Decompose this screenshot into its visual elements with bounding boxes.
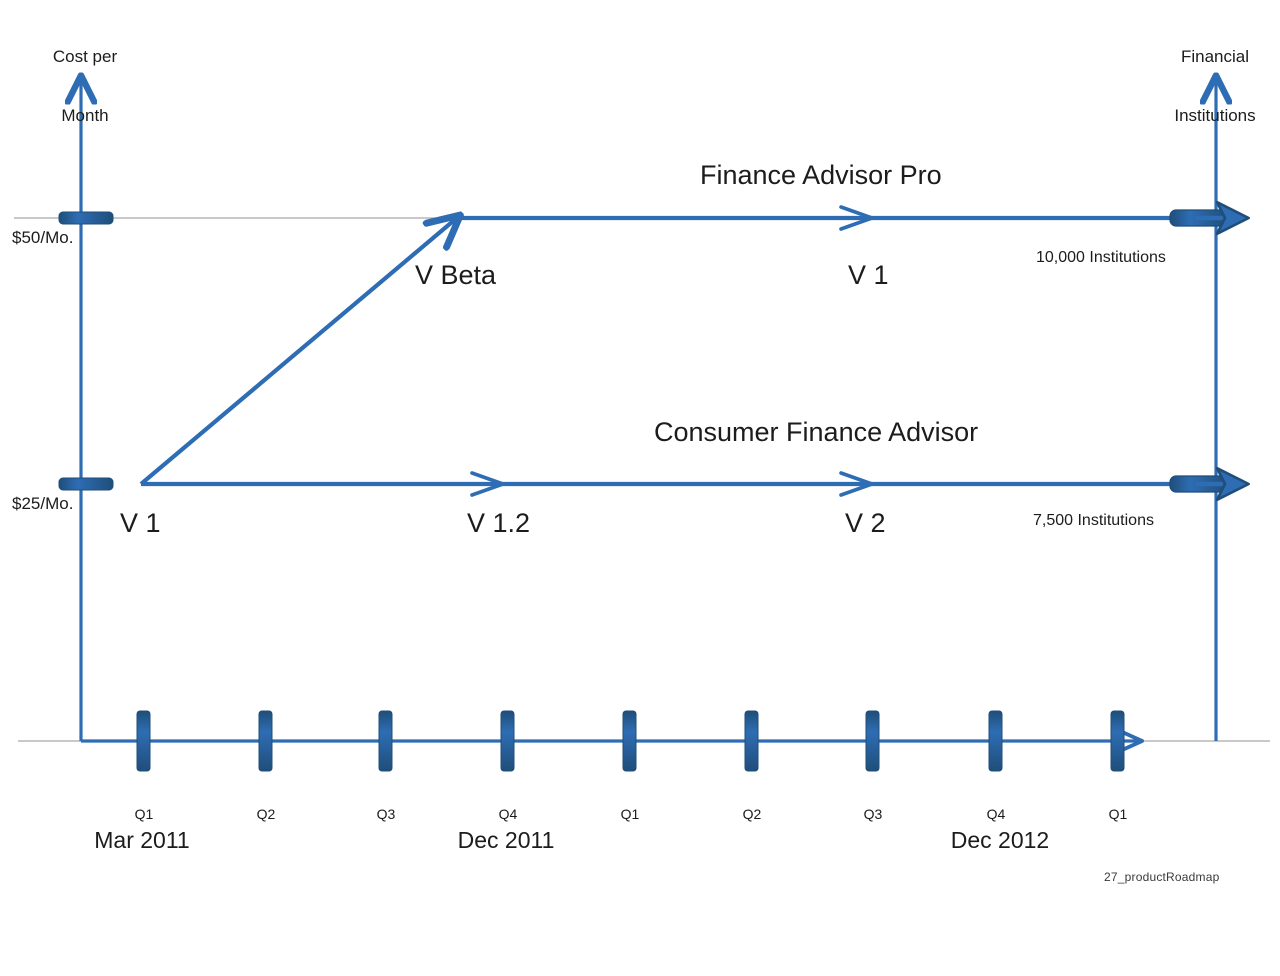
guide-lines bbox=[14, 217, 1270, 742]
timeline-quarter-label: Q1 bbox=[1108, 806, 1128, 822]
track-title-consumer-finance-advisor: Consumer Finance Advisor bbox=[654, 417, 979, 447]
price-tick-25 bbox=[58, 477, 114, 491]
milestone-label-v1-consumer: V 1 bbox=[120, 508, 161, 538]
timeline-tick bbox=[622, 710, 637, 772]
institutions-label-consumer: 7,500 Institutions bbox=[1033, 512, 1154, 529]
timeline-date-label-dec-2012: Dec 2012 bbox=[950, 827, 1050, 853]
timeline-quarter-label: Q3 bbox=[863, 806, 883, 822]
y-axis-left-label-line2: Month bbox=[61, 105, 109, 125]
price-tick-50 bbox=[58, 211, 114, 225]
timeline-quarter-label: Q3 bbox=[376, 806, 396, 822]
milestone-marker-v2 bbox=[839, 471, 874, 497]
timeline-tick bbox=[865, 710, 880, 772]
milestone-marker-v12 bbox=[470, 471, 505, 497]
timeline-quarter-label: Q1 bbox=[134, 806, 154, 822]
timeline-tick bbox=[1110, 710, 1125, 772]
timeline-tick bbox=[136, 710, 151, 772]
timeline-quarter-label: Q4 bbox=[986, 806, 1006, 822]
price-tick-label-50: $50/Mo. bbox=[12, 228, 74, 247]
y-axis-right-label-line2: Institutions bbox=[1174, 105, 1256, 125]
y-axis-left-label-line1: Cost per bbox=[52, 47, 118, 67]
milestone-label-v2: V 2 bbox=[845, 508, 886, 538]
timeline-date-label-mar-2011: Mar 2011 bbox=[94, 827, 190, 853]
milestone-label-v-beta: V Beta bbox=[415, 260, 497, 290]
timeline-quarter-label: Q4 bbox=[498, 806, 518, 822]
y-axis-right-label: Financial Institutions bbox=[1150, 8, 1280, 164]
timeline-tick bbox=[744, 710, 759, 772]
milestone-label-v12: V 1.2 bbox=[467, 508, 531, 538]
timeline-tick bbox=[378, 710, 393, 772]
timeline-quarter-label: Q1 bbox=[620, 806, 640, 822]
timeline-tick bbox=[258, 710, 273, 772]
timeline-ticks bbox=[136, 710, 1125, 772]
institutions-label-pro: 10,000 Institutions bbox=[1036, 249, 1166, 266]
timeline-tick bbox=[988, 710, 1003, 772]
timeline-quarter-label: Q2 bbox=[742, 806, 762, 822]
milestone-label-v1-pro: V 1 bbox=[848, 260, 889, 290]
watermark-label: 27_productRoadmap bbox=[1104, 870, 1220, 884]
track-title-finance-advisor-pro: Finance Advisor Pro bbox=[700, 160, 942, 190]
track-consumer-finance-advisor bbox=[141, 466, 1250, 502]
track-finance-advisor-pro bbox=[139, 200, 1250, 486]
timeline-quarter-label: Q2 bbox=[256, 806, 276, 822]
price-tick-label-25: $25/Mo. bbox=[12, 494, 74, 513]
timeline-tick bbox=[500, 710, 515, 772]
y-axis-right-label-line1: Financial bbox=[1180, 47, 1250, 67]
timeline-date-label-dec-2011: Dec 2011 bbox=[457, 827, 555, 853]
milestone-marker-v1-pro bbox=[839, 205, 874, 231]
y-axis-left-label: Cost per Month bbox=[30, 8, 140, 164]
